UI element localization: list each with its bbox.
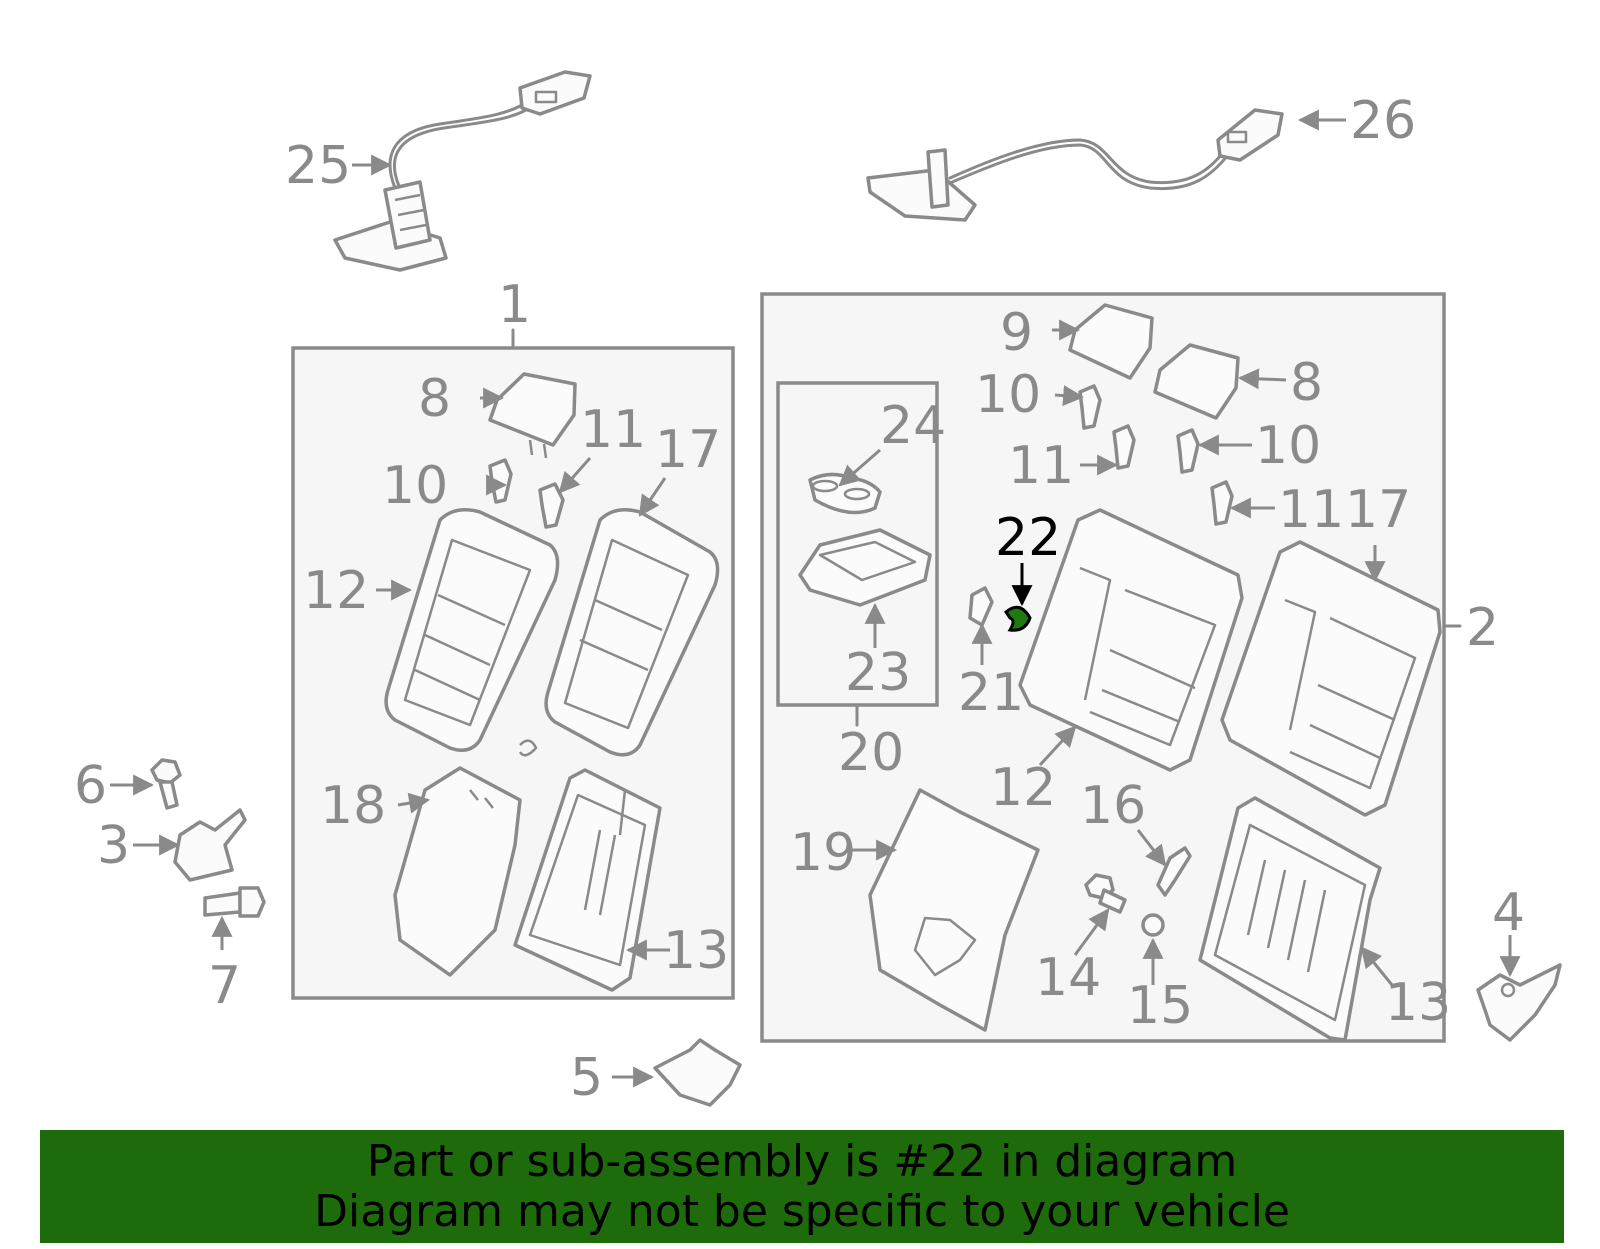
callout-26: 26 — [1350, 91, 1416, 151]
banner-line-disclaimer: Diagram may not be specific to your vehi… — [314, 1185, 1290, 1237]
part-11-right-clip-a — [1112, 424, 1136, 470]
callout-15: 15 — [1127, 976, 1193, 1036]
callout-11-right-b: 11 — [1278, 480, 1344, 540]
callout-16: 16 — [1080, 776, 1146, 836]
callout-10-right-b: 10 — [1255, 416, 1321, 476]
part-24-cup-holder — [808, 472, 882, 515]
callout-11-left: 11 — [580, 400, 646, 460]
part-25-release-cable — [333, 70, 592, 272]
callout-13-right: 13 — [1385, 973, 1451, 1033]
callout-17-left: 17 — [655, 420, 721, 480]
part-14-bolt — [1084, 873, 1127, 914]
part-10-right-clip-a — [1078, 384, 1102, 430]
callout-20: 20 — [838, 723, 904, 783]
callout-22-highlighted: 22 — [995, 508, 1061, 568]
callout-14: 14 — [1035, 948, 1101, 1008]
part-16-bracket — [1156, 846, 1192, 897]
part-5-bracket — [653, 1038, 742, 1107]
part-7-bolt — [203, 886, 266, 918]
part-8-left-headrest-guide — [488, 372, 577, 459]
callout-7: 7 — [208, 956, 241, 1016]
callout-12-left: 12 — [303, 561, 369, 621]
part-9-headrest-guide — [1068, 303, 1154, 380]
part-12-right-seatback-cover — [1018, 508, 1244, 772]
part-6-bolt — [150, 758, 182, 810]
part-3-hinge-bracket — [173, 808, 247, 882]
callout-19: 19 — [790, 823, 856, 883]
callout-1: 1 — [498, 275, 531, 335]
callout-12-right: 12 — [990, 758, 1056, 818]
callout-10-left: 10 — [382, 456, 448, 516]
callout-3: 3 — [97, 816, 130, 876]
callout-24: 24 — [880, 396, 946, 456]
part-26-release-cable — [866, 108, 1284, 222]
callout-8-right: 8 — [1290, 353, 1323, 413]
callout-11-right-a: 11 — [1008, 436, 1074, 496]
callout-6: 6 — [74, 756, 107, 816]
callout-21: 21 — [958, 663, 1024, 723]
part-22-highlighted-clip — [1004, 605, 1032, 632]
part-12-left-seatback-cover — [384, 508, 560, 757]
part-17-right-seatback-cover — [1220, 540, 1442, 817]
banner-line-part: Part or sub-assembly is #22 in diagram — [366, 1135, 1238, 1187]
part-13-right-seatback-frame — [1198, 796, 1382, 1042]
part-11-left-clip — [538, 482, 565, 529]
callout-9: 9 — [1000, 303, 1033, 363]
callout-10-right-a: 10 — [975, 365, 1041, 425]
callout-25: 25 — [285, 136, 351, 196]
part-4-hinge-bracket — [1476, 963, 1562, 1042]
part-19-back-panel — [868, 788, 1040, 1032]
callout-18: 18 — [320, 776, 386, 836]
info-banner: Part or sub-assembly is #22 in diagram D… — [40, 1130, 1564, 1243]
part-17-left-seatback-cover — [544, 508, 720, 757]
part-15-nut — [1141, 913, 1165, 937]
callout-13-left: 13 — [663, 921, 729, 981]
callout-17-right: 17 — [1345, 480, 1411, 540]
callout-4: 4 — [1492, 883, 1525, 943]
callout-23: 23 — [845, 643, 911, 703]
callout-5: 5 — [570, 1048, 603, 1108]
part-23-armrest — [798, 528, 932, 607]
part-18-left-back-panel — [393, 766, 522, 977]
part-13-left-seatback-frame — [513, 768, 662, 992]
callout-2: 2 — [1466, 598, 1499, 658]
part-8-right-headrest-guide — [1153, 343, 1240, 420]
callout-8-left: 8 — [418, 369, 451, 429]
part-21-clip — [968, 586, 994, 627]
part-11-right-clip-b — [1210, 480, 1234, 526]
part-10-right-clip-b — [1176, 428, 1200, 474]
